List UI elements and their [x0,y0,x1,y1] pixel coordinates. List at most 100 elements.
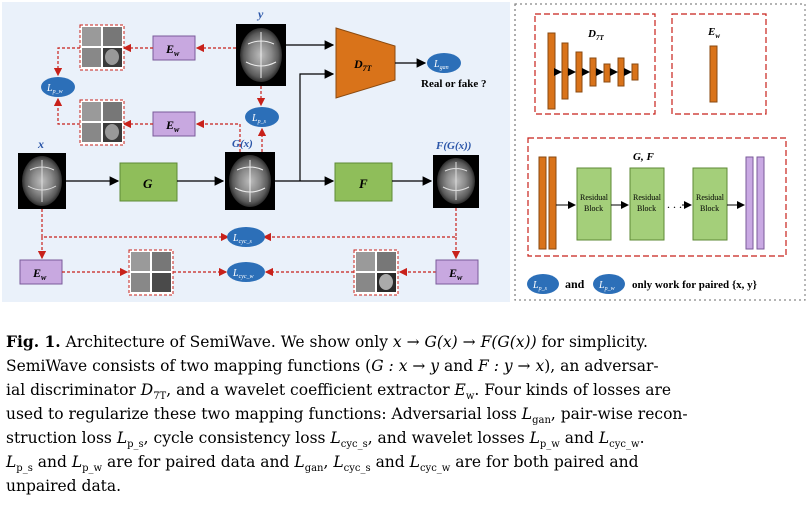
caption-line-2: SemiWave consists of two mapping functio… [6,354,802,378]
caption-subscript: gan [532,415,551,427]
caption-math: L [409,453,420,471]
caption-math: E [454,381,466,399]
label-x: x [37,137,44,151]
legend-and: and [565,277,585,291]
caption-text: and [370,453,410,471]
svg-text:Residual: Residual [580,193,609,202]
caption-math: F : y → x [478,357,545,375]
caption-subscript: w [465,391,475,403]
loss-lpw-label: Lp_w [46,83,63,95]
label-gx: G(x) [232,138,253,150]
legend-lpw-label: Lp_w [598,280,615,292]
module-ew-mid-label: Ew [165,118,180,134]
loss-lcycw [227,262,265,282]
module-ew-top [152,35,196,61]
module-ew-bottom-right-label: Ew [448,266,463,282]
caption-math: L [333,453,344,471]
legend-lpw [593,274,625,294]
d7t-architecture-title: D7T [587,28,604,42]
module-ew-bottom-left-label: Ew [32,266,47,282]
caption-text: and [559,429,599,447]
arrow-gx-to-ew-mid [195,119,241,152]
module-f-label: F [358,176,368,191]
svg-text:Block: Block [584,204,603,213]
arrow-top-wavelets-to-lpw [53,47,80,77]
gf-architecture-title: G, F [633,151,654,163]
arrow-mid-wavelets-to-lpw [53,97,80,125]
caption-line-4: used to regularize these two mapping fun… [6,402,802,426]
caption-subscript: cyc_w [609,439,640,451]
caption-math: L [116,429,128,447]
caption-text: used to regularize these two mapping fun… [6,405,522,423]
module-g [119,162,178,202]
svg-text:Block: Block [637,204,656,213]
caption-text: , [323,453,334,471]
brain-image-gx [225,152,275,210]
caption-math: L [71,453,83,471]
wavelet-tiles-bottom-left [128,249,174,296]
module-f [334,162,393,202]
wavelet-tiles-mid [79,99,125,146]
svg-text:. . .: . . . [667,197,682,211]
figure-caption: Fig. 1. Architecture of SemiWave. We sho… [6,330,802,498]
gf-layer-stack: Residual Block Residual Block . . . Resi… [538,156,765,250]
caption-math: L [529,429,540,447]
brain-image-x [18,153,66,209]
right-panel-border [514,3,806,301]
module-ew-bottom-right [435,259,479,285]
caption-text: and [32,453,72,471]
caption-math: L [6,453,17,471]
loss-lcycs-label: Lcyc_s [232,233,253,245]
gf-architecture-box [527,137,787,257]
discriminator-d7t [335,27,396,99]
svg-text:Residual: Residual [633,193,662,202]
caption-subscript: gan [304,463,324,475]
caption-subscript: p_w [539,439,560,451]
loss-lpw [41,77,75,97]
legend-text: only work for paired {x, y} [632,279,757,291]
d7t-architecture-box [534,13,656,115]
figure-label: Fig. 1. [6,332,61,351]
discriminator-label: D7T [353,57,373,73]
caption-line-6: Lp_s and Lp_w are for paired data and Lg… [6,450,802,474]
label-fgx: F(G(x)) [435,140,471,152]
caption-text: and [439,357,479,375]
caption-math: L [294,453,305,471]
loss-lps [245,107,279,127]
module-g-label: G [143,176,153,191]
caption-subscript: p_s [127,439,144,451]
module-ew-top-label: Ew [165,42,180,58]
caption-text: , and wavelet losses [367,429,530,447]
caption-math: D [140,381,154,399]
caption-math: G : x → y [371,357,440,375]
caption-subscript: p_s [16,463,33,475]
caption-subscript: 7T [153,391,167,403]
svg-text:Residual: Residual [696,193,725,202]
module-ew-bottom-left [19,259,63,285]
caption-math: L [330,429,341,447]
ew-layer [709,45,718,103]
legend-lps-label: Lp_s [532,280,548,292]
d7t-layer-stack [547,32,639,110]
caption-subscript: cyc_s [343,463,371,475]
caption-text: Architecture of SemiWave. We show only [65,333,393,351]
module-ew-mid [152,111,196,137]
caption-line-7: unpaired data. [6,474,802,498]
caption-text: are for both paired and [450,453,639,471]
caption-math: L [598,429,610,447]
caption-text: , and a wavelet coefficient extractor [166,381,455,399]
real-or-fake-label: Real or fake ? [421,78,486,90]
caption-math: x → G(x) → F(G(x)) [392,333,537,351]
caption-text: struction loss [6,429,117,447]
caption-text: . [639,429,645,447]
loss-lcycw-label: Lcyc_w [232,268,254,280]
brain-image-y [236,24,286,86]
semiwave-architecture-figure: x G G(x) F F(G(x)) y D7T Lgan Real or fa… [2,2,806,302]
brain-image-fgx [433,155,479,208]
loss-lcycs [227,227,265,247]
caption-text: , cycle consistency loss [143,429,331,447]
caption-line-1: Fig. 1. Architecture of SemiWave. We sho… [6,330,802,354]
loss-lps-label: Lp_s [251,113,267,125]
caption-text: . Four kinds of losses are [474,381,672,399]
caption-text: ial discriminator [6,381,141,399]
